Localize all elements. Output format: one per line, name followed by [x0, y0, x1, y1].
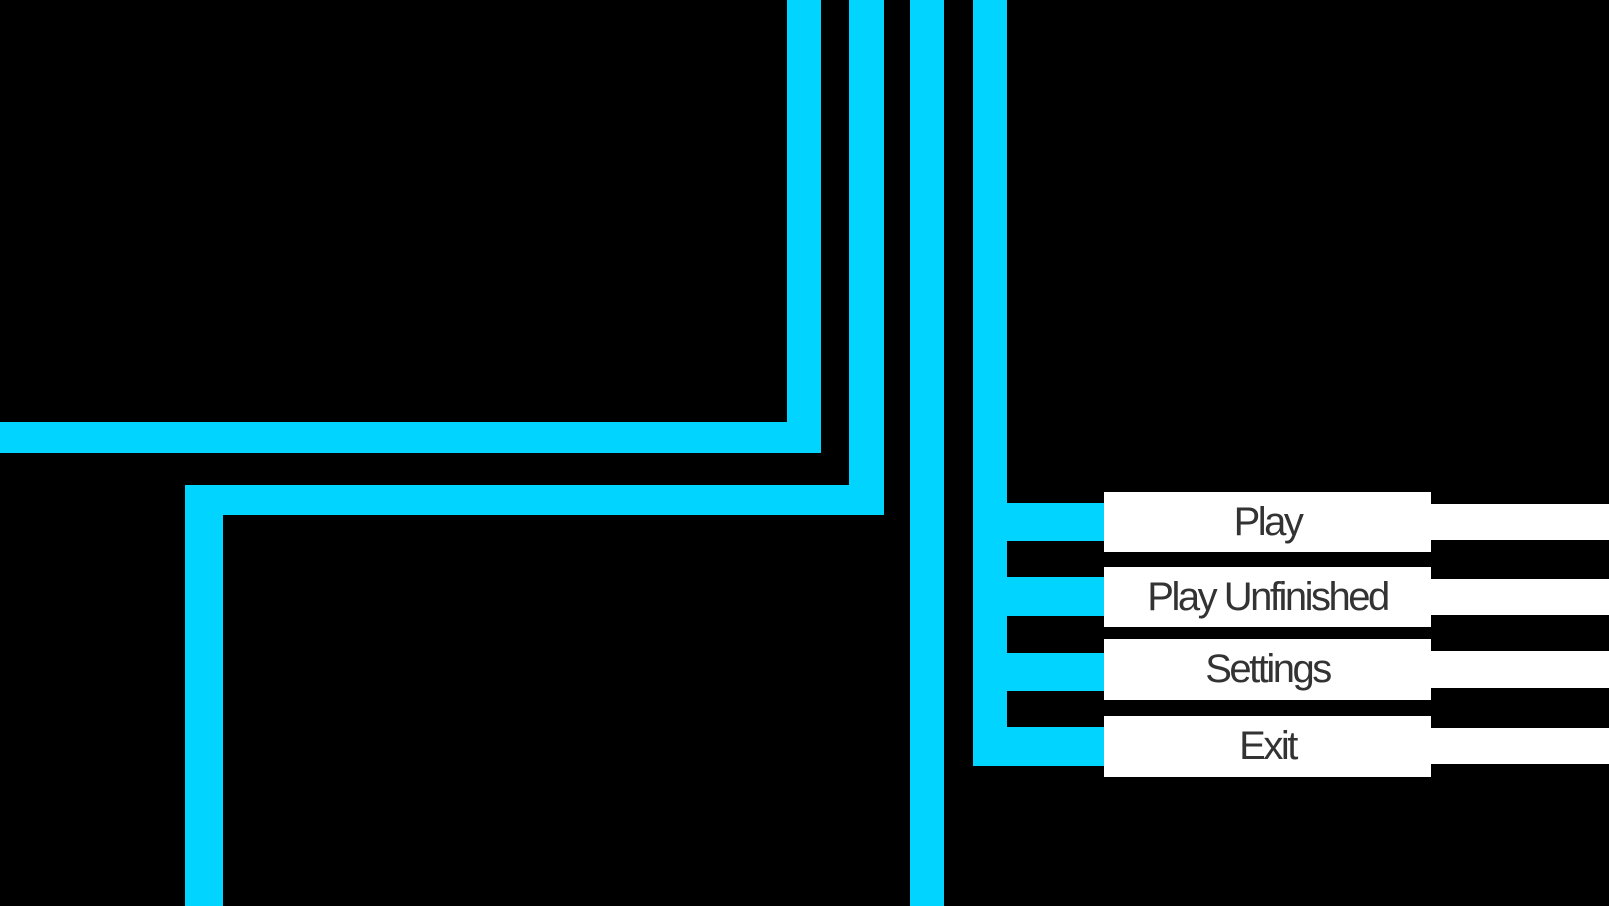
exit-button[interactable]: Exit — [1104, 716, 1431, 777]
decor-line — [185, 485, 884, 515]
button-tail — [1431, 504, 1609, 540]
decor-line — [0, 422, 821, 453]
decor-line — [910, 0, 944, 906]
settings-button[interactable]: Settings — [1104, 639, 1431, 700]
exit-label: Exit — [1239, 724, 1298, 768]
menu-branch — [1007, 727, 1104, 766]
button-tail — [1431, 579, 1609, 615]
play-label: Play — [1233, 499, 1304, 544]
play-button[interactable]: Play — [1104, 492, 1431, 552]
menu-branch — [1007, 577, 1104, 616]
button-tail — [1431, 728, 1609, 764]
menu-branch — [1007, 503, 1104, 541]
button-tail — [1431, 651, 1609, 688]
menu-branch — [1007, 653, 1104, 691]
settings-label: Settings — [1205, 647, 1332, 691]
play-unfinished-label: Play Unfinished — [1147, 574, 1390, 619]
play-unfinished-button[interactable]: Play Unfinished — [1104, 567, 1431, 627]
decor-line — [787, 0, 821, 453]
decor-line — [849, 0, 884, 515]
menu-spine-line — [973, 0, 1007, 766]
decor-line — [185, 485, 223, 906]
